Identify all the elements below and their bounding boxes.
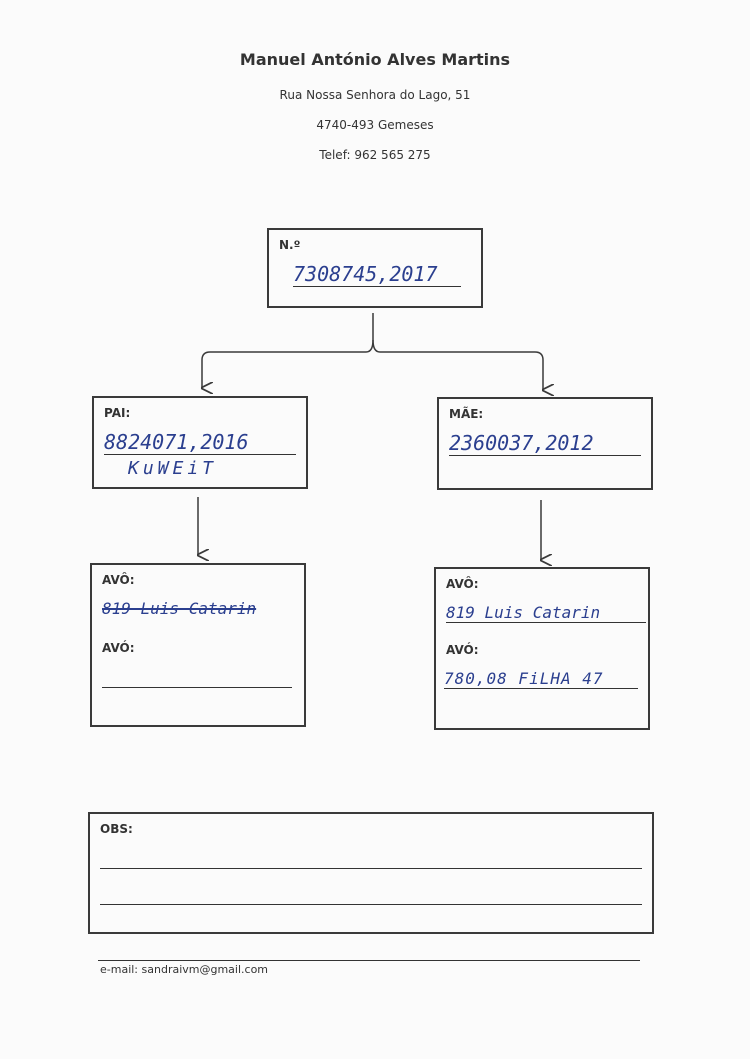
maternal-grandmother-label: AVÓ: [446, 643, 479, 657]
father-label: PAI: [104, 406, 131, 420]
paternal-grandparents-box: AVÔ: 819 Luis Catarin AVÓ: [90, 563, 306, 727]
father-number: 8824071,2016 [104, 430, 296, 455]
footer-email: e-mail: sandraivm@gmail.com [100, 963, 268, 976]
maternal-grandfather-value: 819 Luis Catarin [446, 603, 646, 623]
father-box: PAI: 8824071,2016 KuWEiT [92, 396, 308, 489]
paternal-grandfather-value: 819 Luis Catarin [102, 599, 257, 618]
paternal-grandfather-label: AVÔ: [102, 573, 135, 587]
mother-label: MÃE: [449, 407, 484, 421]
mother-number: 2360037,2012 [449, 431, 641, 456]
footer-rule [98, 960, 640, 961]
paternal-grandmother-line [102, 687, 292, 688]
breeder-name: Manuel António Alves Martins [239, 50, 511, 69]
breeder-street: Rua Nossa Senhora do Lago, 51 [279, 88, 471, 102]
mother-box: MÃE: 2360037,2012 [437, 397, 653, 490]
breeder-phone: Telef: 962 565 275 [319, 148, 431, 162]
maternal-grandmother-value: 780,08 FiLHA 47 [444, 669, 638, 689]
observations-line-2 [100, 904, 642, 905]
ring-number-label: N.º [279, 238, 301, 252]
breeder-postal: 4740-493 Gemeses [316, 118, 434, 132]
ring-number-value: 7308745,2017 [293, 262, 461, 287]
observations-line-1 [100, 868, 642, 869]
maternal-grandparents-box: AVÔ: 819 Luis Catarin AVÓ: 780,08 FiLHA … [434, 567, 650, 730]
observations-label: OBS: [100, 822, 133, 836]
observations-box: OBS: [88, 812, 654, 934]
maternal-grandfather-label: AVÔ: [446, 577, 479, 591]
ring-number-box: N.º 7308745,2017 [267, 228, 483, 308]
email-value: sandraivm@gmail.com [141, 963, 269, 976]
father-note: KuWEiT [128, 458, 218, 479]
email-label: e-mail: [100, 963, 139, 976]
paternal-grandmother-label: AVÓ: [102, 641, 135, 655]
